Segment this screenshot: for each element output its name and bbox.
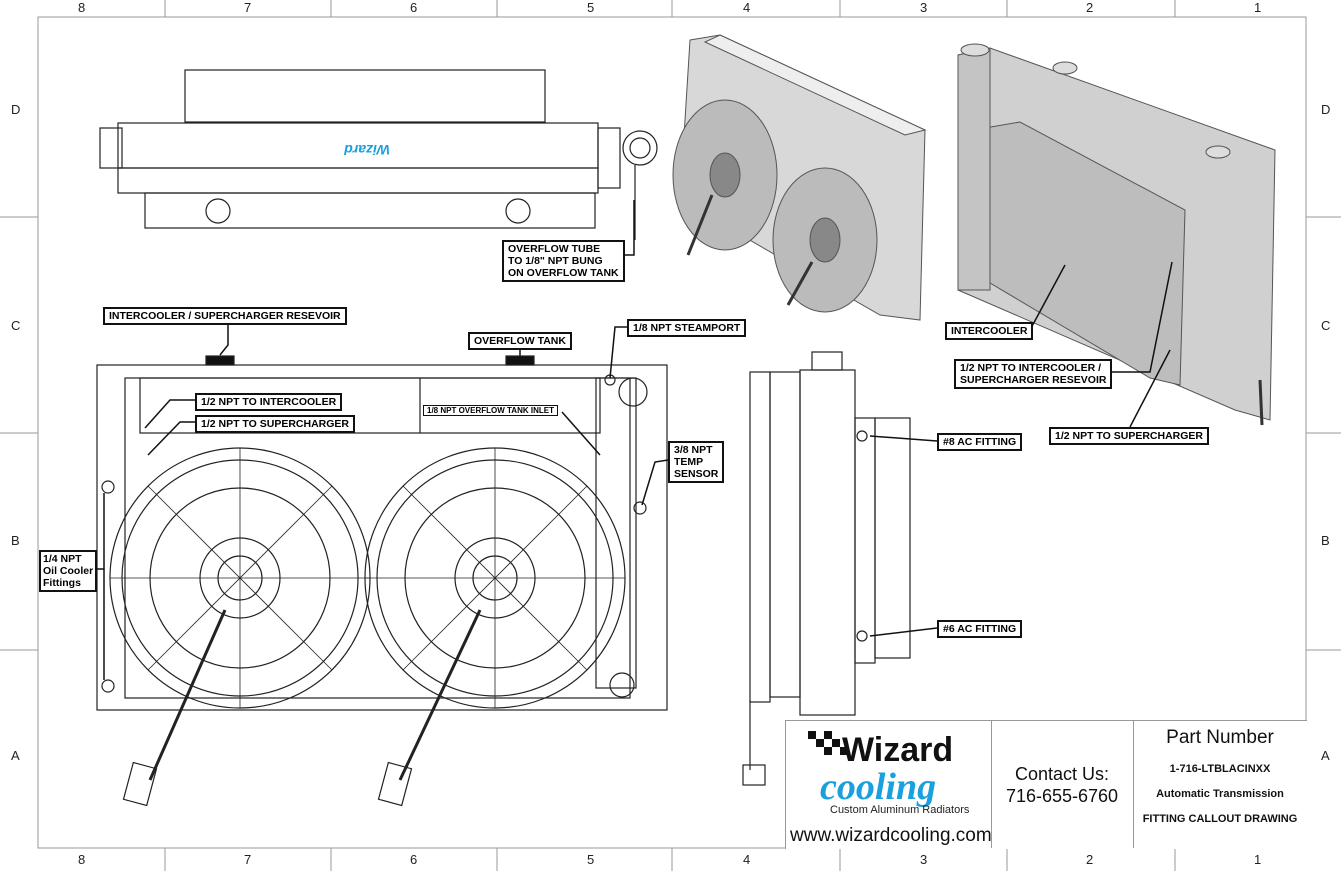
callout-line: Fittings xyxy=(43,577,81,589)
zone-row-c-right: C xyxy=(1321,318,1331,333)
drawing-title: FITTING CALLOUT DRAWING xyxy=(1142,813,1298,825)
callout-oil-cooler: 1/4 NPT Oil Cooler Fittings xyxy=(39,550,98,592)
callout-line: SENSOR xyxy=(674,468,719,480)
iso-view-intercooler xyxy=(957,43,1276,426)
svg-text:Wizard: Wizard xyxy=(842,731,953,769)
callout-to-intercooler: 1/2 NPT TO INTERCOOLER xyxy=(195,393,343,411)
logo-tagline: Custom Aluminum Radiators xyxy=(830,804,970,816)
callout-line: 1/4 NPT xyxy=(43,553,82,565)
zone-col-2-bottom: 2 xyxy=(1086,852,1094,867)
zone-row-b: B xyxy=(11,533,20,548)
zone-row-a-right: A xyxy=(1321,748,1330,763)
callout-overflow-inlet: 1/8 NPT OVERFLOW TANK INLET xyxy=(423,405,558,416)
title-block: Wizard cooling Custom Aluminum Radiators… xyxy=(785,720,1307,849)
part-number-label: Part Number xyxy=(1166,727,1274,748)
zone-col-6-bottom: 6 xyxy=(410,852,418,867)
zone-row-d: D xyxy=(11,102,21,117)
transmission-type: Automatic Transmission xyxy=(1156,788,1284,800)
zone-row-c: C xyxy=(11,318,21,333)
callout-line: OVERFLOW TUBE xyxy=(508,243,601,255)
leader-lines xyxy=(97,200,1173,680)
callout-steamport: 1/8 NPT STEAMPORT xyxy=(627,319,747,337)
website-link[interactable]: www.wizardcooling.com xyxy=(790,825,992,846)
part-info: Part Number 1-716-LTBLACINXX Automatic T… xyxy=(1133,727,1307,825)
callout-ac6: #6 AC FITTING xyxy=(937,620,1023,638)
callout-line: TO 1/8" NPT BUNG xyxy=(508,255,603,267)
callout-ac8: #8 AC FITTING xyxy=(937,433,1023,451)
front-view xyxy=(96,355,668,807)
iso-view-fans xyxy=(672,34,927,321)
title-divider xyxy=(1133,721,1134,848)
zone-row-a: A xyxy=(11,748,20,763)
wizard-cooling-logo: Wizard cooling xyxy=(800,725,960,815)
contact-block: Contact Us: 716-655-6760 xyxy=(991,763,1133,807)
part-number: 1-716-LTBLACINXX xyxy=(1169,763,1271,775)
zone-row-b-right: B xyxy=(1321,533,1330,548)
callout-line: SUPERCHARGER RESEVOIR xyxy=(960,374,1107,386)
zone-col-5-bottom: 5 xyxy=(587,852,595,867)
callout-line: 1/2 NPT TO INTERCOOLER / xyxy=(960,362,1101,374)
top-view xyxy=(99,69,658,240)
zone-col-1-bottom: 1 xyxy=(1254,852,1262,867)
zone-col-2: 2 xyxy=(1086,0,1094,15)
callout-line: ON OVERFLOW TANK xyxy=(508,267,619,279)
callout-to-supercharger-iso: 1/2 NPT TO SUPERCHARGER xyxy=(1049,427,1209,445)
contact-label: Contact Us: xyxy=(1014,764,1110,784)
callout-intercooler: INTERCOOLER xyxy=(945,322,1034,340)
top-view-logo-mark: Wizard xyxy=(344,142,390,158)
zone-col-7: 7 xyxy=(244,0,252,15)
checkered-flag-icon: Wizard cooling xyxy=(808,731,953,808)
zone-col-3: 3 xyxy=(920,0,928,15)
callout-to-supercharger: 1/2 NPT TO SUPERCHARGER xyxy=(195,415,355,433)
callout-overflow-tube: OVERFLOW TUBE TO 1/8" NPT BUNG ON OVERFL… xyxy=(502,240,625,282)
svg-text:cooling: cooling xyxy=(820,766,936,808)
zone-row-d-right: D xyxy=(1321,102,1331,117)
callout-to-ic-sc-reservoir: 1/2 NPT TO INTERCOOLER / SUPERCHARGER RE… xyxy=(954,359,1113,389)
zone-col-7-bottom: 7 xyxy=(244,852,252,867)
callout-line: Oil Cooler xyxy=(43,565,94,577)
title-divider xyxy=(991,721,992,848)
callout-temp-sensor: 3/8 NPT TEMP SENSOR xyxy=(668,441,725,483)
zone-col-4: 4 xyxy=(743,0,751,15)
side-view xyxy=(742,351,911,786)
zone-col-8-bottom: 8 xyxy=(78,852,86,867)
zone-col-8: 8 xyxy=(78,0,86,15)
callout-ic-sc-reservoir: INTERCOOLER / SUPERCHARGER RESEVOIR xyxy=(103,307,347,325)
callout-overflow-tank: OVERFLOW TANK xyxy=(468,332,572,350)
zone-col-3-bottom: 3 xyxy=(920,852,928,867)
zone-col-5: 5 xyxy=(587,0,595,15)
callout-line: 3/8 NPT xyxy=(674,444,713,456)
contact-phone: 716-655-6760 xyxy=(1005,786,1119,806)
zone-col-4-bottom: 4 xyxy=(743,852,751,867)
callout-line: TEMP xyxy=(674,456,704,468)
zone-col-6: 6 xyxy=(410,0,418,15)
zone-col-1: 1 xyxy=(1254,0,1262,15)
